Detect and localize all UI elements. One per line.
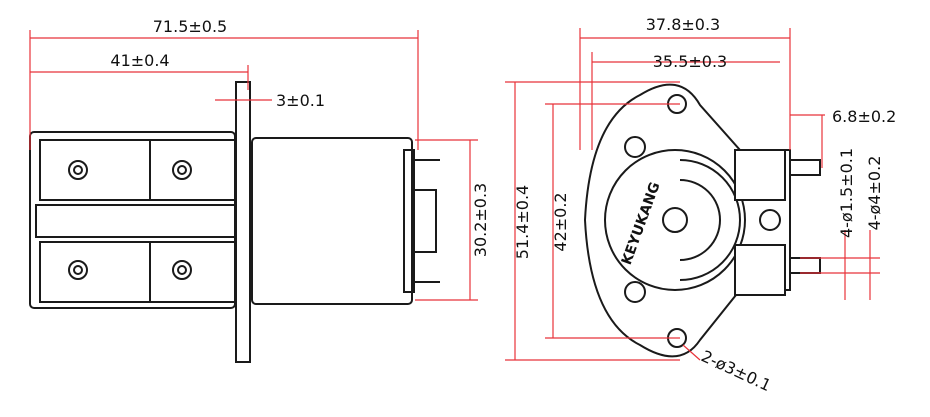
dim-head-width-inner: 35.5±0.3 [653,52,727,71]
dim-flange-height: 51.4±0.4 [513,185,532,259]
front-view: KEYUKANG [583,83,821,358]
dim-body-length: 41±0.4 [110,51,169,70]
side-view [29,81,440,363]
dim-flange-thickness: 3±0.1 [276,91,325,110]
dim-port-length: 6.8±0.2 [832,107,896,126]
dim-motor-diameter: 30.2±0.3 [471,183,490,257]
dim-head-width-outer: 37.8±0.3 [646,15,720,34]
dim-hole-spacing: 42±0.2 [551,192,570,251]
dim-overall-length: 71.5±0.5 [153,17,227,36]
dim-mounting-holes: 2-ø3±0.1 [698,346,774,395]
side-view-dimensions: 71.5±0.5 41±0.4 3±0.1 30.2±0.3 [29,17,490,301]
dim-port-inner-diameter: 4-ø1.5±0.1 [837,148,856,238]
dim-port-outer-diameter: 4-ø4±0.2 [865,156,884,231]
